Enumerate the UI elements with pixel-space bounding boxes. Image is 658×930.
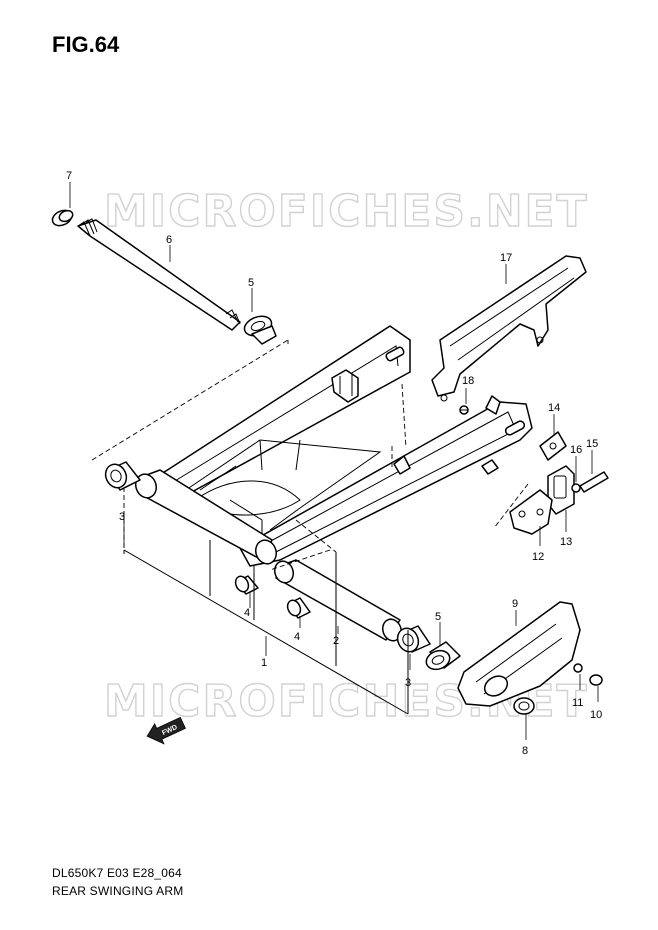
part-16-nut <box>571 483 581 493</box>
part-3-bearing-front <box>104 461 141 491</box>
callout-9: 9 <box>512 598 518 610</box>
figure-title: FIG.64 <box>52 32 120 57</box>
watermark-top: MICROFICHES.NET <box>104 186 589 237</box>
fwd-arrow-icon: FWD <box>146 716 186 745</box>
part-5-bushing-lower <box>425 641 461 671</box>
diagram-name: REAR SWINGING ARM <box>52 884 184 898</box>
part-6-pivot-shaft <box>77 218 241 331</box>
part-18-screw <box>459 405 469 415</box>
part-14-washer <box>539 431 567 461</box>
callout-3-front: 3 <box>119 511 125 523</box>
part-17-chain-cover <box>431 255 587 402</box>
part-5-bushing-upper <box>243 315 277 345</box>
callout-5-lower: 5 <box>435 611 441 623</box>
part-12-adjuster-plate <box>509 489 553 535</box>
callout-2: 2 <box>333 635 339 647</box>
part-9-chain-buffer <box>457 601 581 707</box>
callout-8: 8 <box>522 745 528 757</box>
callout-7: 7 <box>66 170 72 182</box>
callout-4-b: 4 <box>294 631 300 643</box>
callout-3-rear: 3 <box>405 677 411 689</box>
part-4-spacer-b <box>286 597 311 619</box>
callout-15: 15 <box>586 438 598 450</box>
part-7-collar <box>51 209 74 227</box>
part-15-bolt <box>579 471 609 493</box>
callout-16: 16 <box>570 444 582 456</box>
part-10-bolt <box>589 674 603 686</box>
callout-6: 6 <box>166 234 172 246</box>
callout-5-upper: 5 <box>248 277 254 289</box>
callout-1: 1 <box>261 657 267 669</box>
model-code: DL650K7 E03 E28_064 <box>52 866 182 880</box>
callout-14: 14 <box>548 402 560 414</box>
callout-18: 18 <box>462 375 474 387</box>
part-8-nut <box>513 697 535 715</box>
callout-4-a: 4 <box>244 607 250 619</box>
part-4-spacer-a <box>234 575 259 595</box>
part-11-washer <box>573 663 583 673</box>
swing-arm <box>134 325 533 642</box>
part-13-chain-adjuster <box>547 465 575 515</box>
callout-12: 12 <box>532 551 544 563</box>
callout-11: 11 <box>572 697 583 709</box>
callout-17: 17 <box>500 252 512 264</box>
callout-13: 13 <box>560 536 572 548</box>
callout-10: 10 <box>590 709 602 721</box>
